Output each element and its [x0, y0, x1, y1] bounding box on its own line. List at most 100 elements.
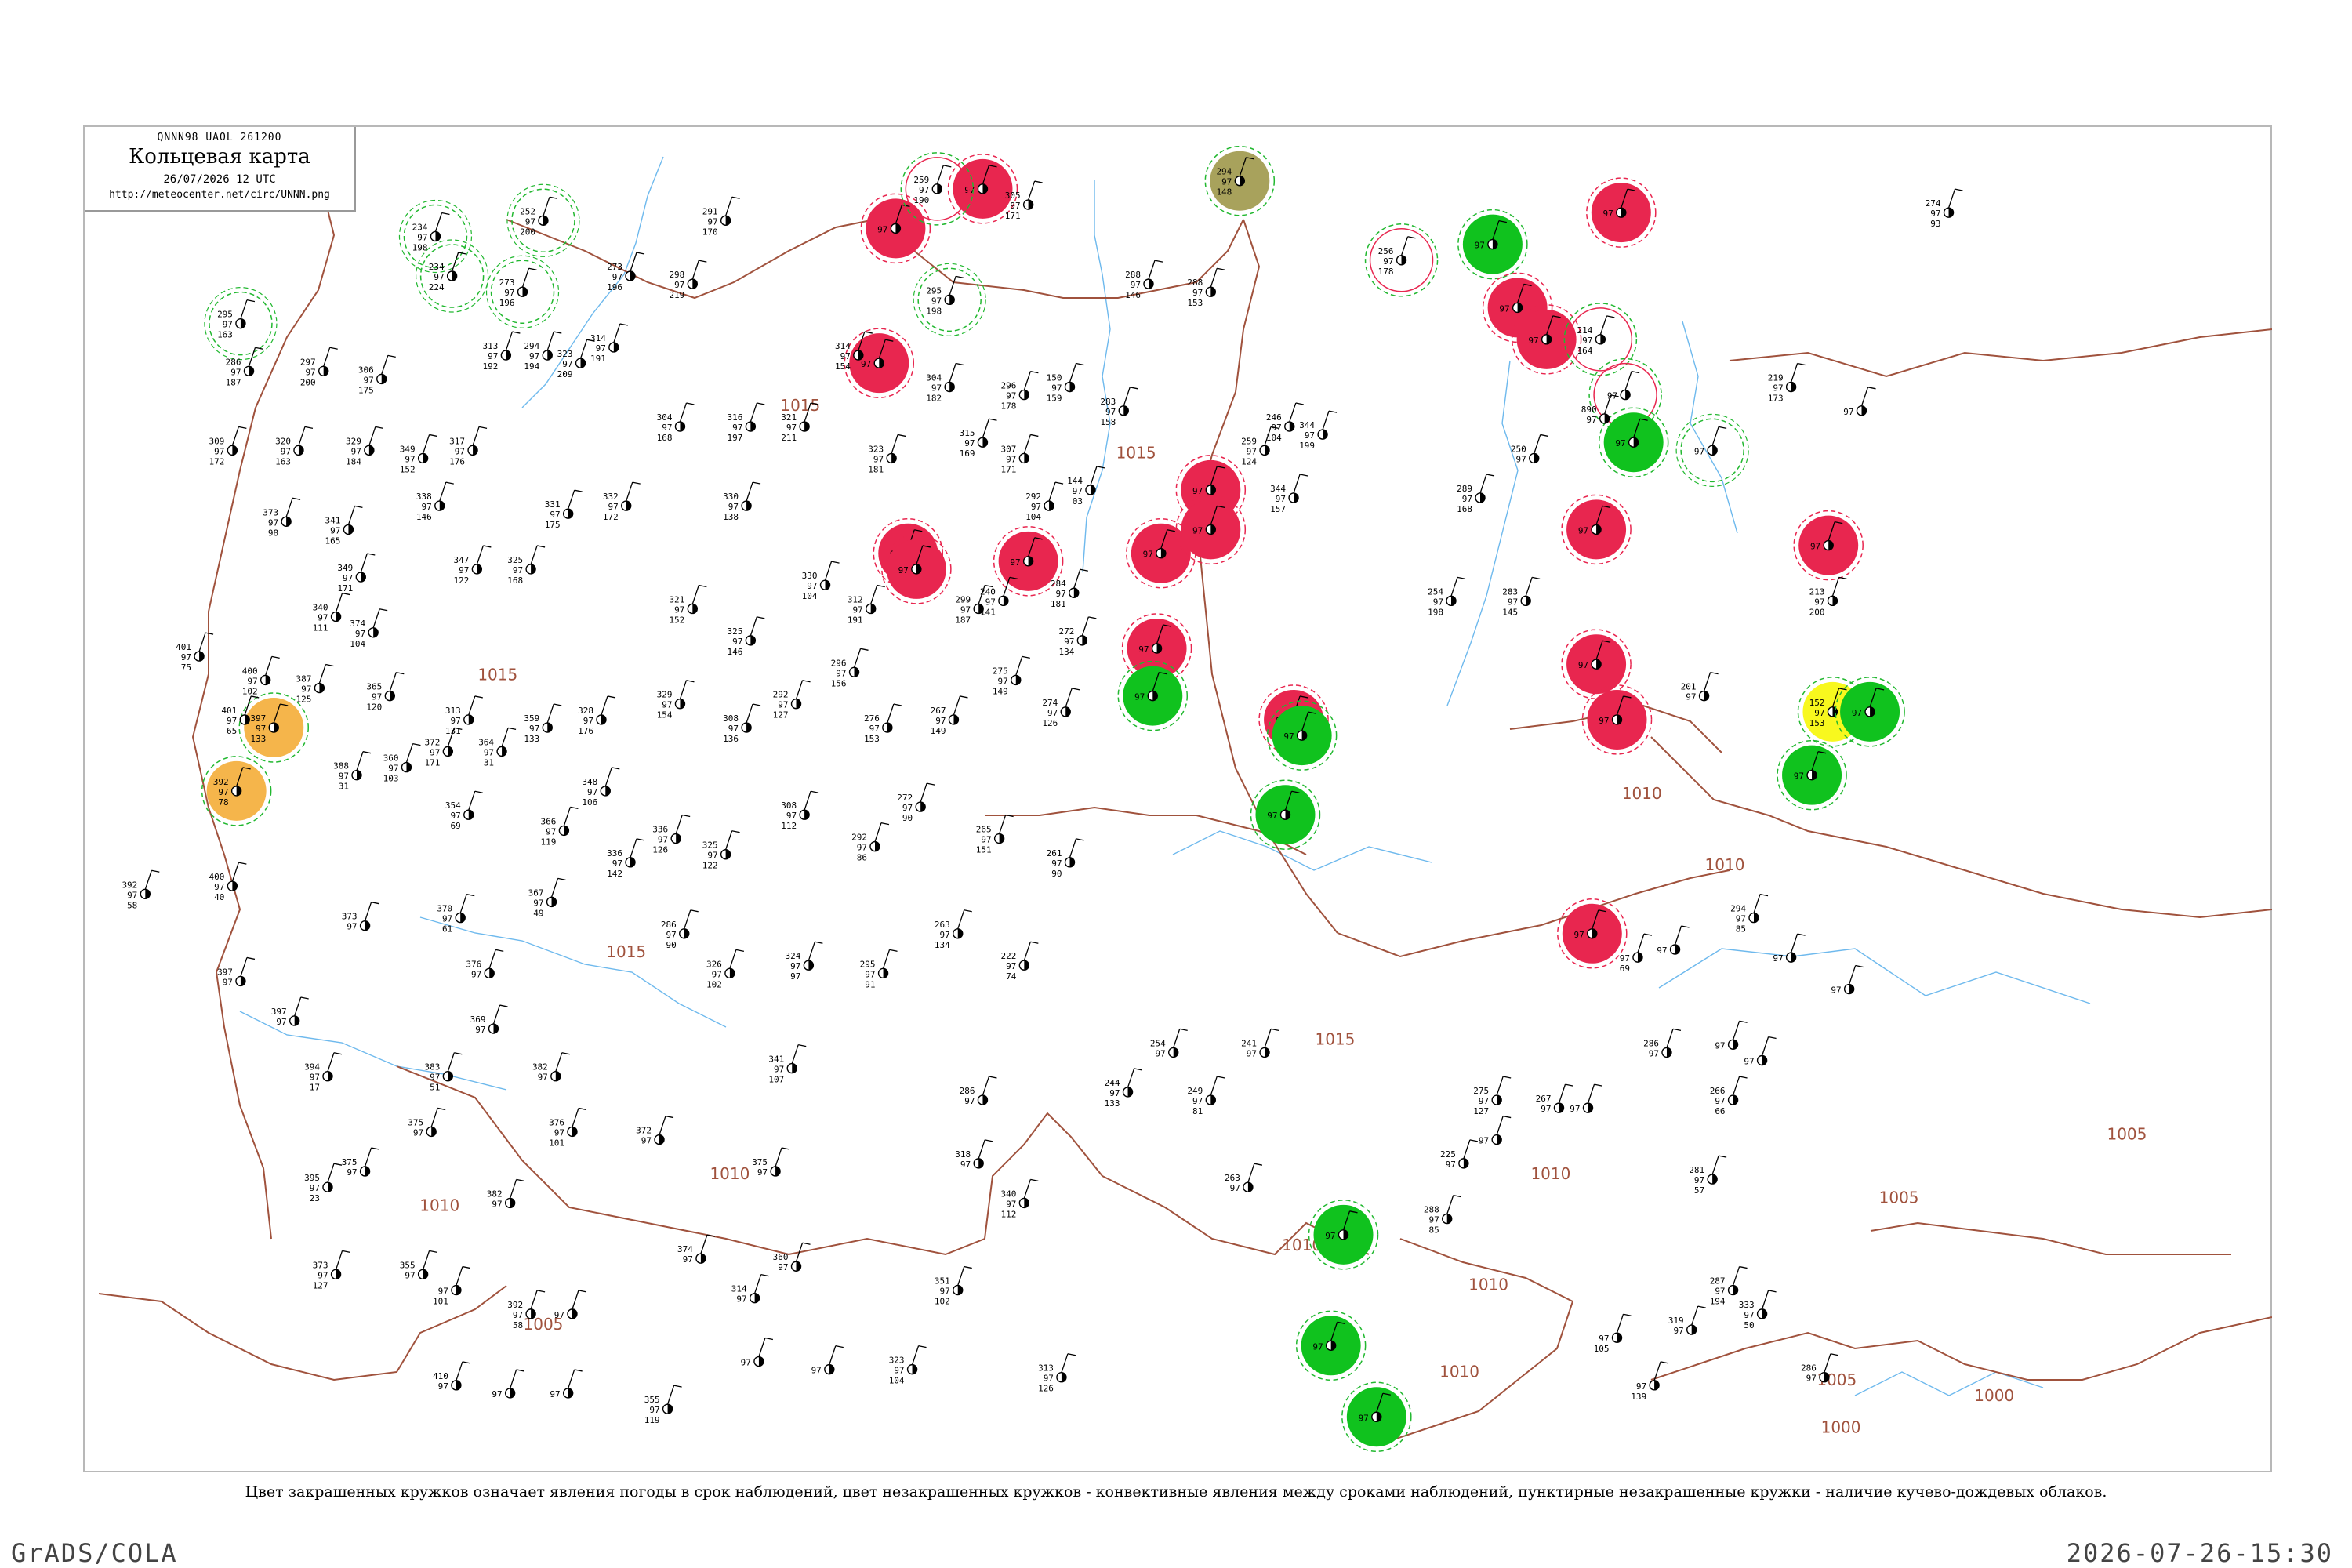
wind-barb [1003, 577, 1011, 597]
wind-barb [572, 1290, 579, 1310]
station-visibility: 97 [1673, 1326, 1683, 1336]
station-temperature: 314 [590, 333, 606, 343]
cloud-cover-mark [568, 509, 573, 519]
station-temperature: 294 [1216, 167, 1232, 177]
cloud-cover-mark [1210, 1095, 1216, 1105]
station-temperature: 374 [350, 619, 365, 629]
isobar [98, 1285, 507, 1381]
wind-barb-feather [1030, 370, 1039, 374]
wind-barb [318, 664, 327, 684]
wind-barb [957, 909, 965, 930]
station-dewpoint: 122 [702, 861, 718, 871]
station-visibility: 97 [488, 351, 498, 361]
station-temperature: 325 [727, 626, 742, 637]
cloud-cover-mark [1148, 279, 1153, 289]
wind-barb [1492, 220, 1500, 240]
cloud-cover-mark [957, 1285, 963, 1295]
legend-caption: Цвет закрашенных кружков означает явлени… [245, 1483, 2107, 1501]
wind-barb [1247, 1163, 1255, 1183]
isobar-label: 1010 [1622, 784, 1662, 803]
station-dewpoint: 168 [507, 575, 523, 586]
station-dewpoint: 31 [484, 757, 494, 768]
station-dewpoint: 138 [723, 512, 739, 522]
cb-cloud-ring [490, 260, 555, 324]
wind-barb [1595, 506, 1603, 525]
station-dewpoint: 168 [657, 433, 673, 443]
wind-barb-feather [362, 751, 372, 754]
station-temperature: 304 [926, 372, 942, 383]
river [239, 1011, 507, 1091]
cloud-cover-mark [949, 295, 955, 305]
station-temperature: 254 [1150, 1038, 1166, 1048]
river [1082, 180, 1111, 573]
station-temperature: 349 [400, 444, 416, 454]
station-visibility: 97 [347, 922, 357, 932]
cloud-cover-mark [1492, 239, 1497, 249]
station-dewpoint: 134 [935, 940, 950, 950]
wind-barb [795, 680, 804, 699]
station-dewpoint: 190 [913, 195, 929, 205]
cloud-cover-mark [361, 572, 366, 583]
station-plot: 97 [1117, 660, 1189, 731]
wind-barb [1674, 925, 1682, 946]
station-temperature: 383 [424, 1062, 440, 1073]
station-visibility: 97 [964, 185, 975, 195]
station-visibility: 97 [1541, 1104, 1551, 1114]
station-dewpoint: 86 [857, 853, 867, 863]
cloud-cover-mark [920, 802, 926, 812]
station-plot: 97 [1777, 739, 1847, 811]
wind-barb [1376, 1393, 1384, 1413]
station-visibility: 97 [1528, 336, 1538, 346]
station-dewpoint: 90 [1051, 869, 1062, 879]
cb-cloud-ring [1561, 629, 1632, 699]
wind-barb [1069, 838, 1077, 858]
cloud-cover-mark [916, 564, 921, 574]
cloud-cover-mark [1265, 445, 1270, 456]
station-visibility: 97 [1221, 177, 1232, 187]
wind-barb [1849, 965, 1857, 985]
station-temperature: 150 [1047, 372, 1062, 383]
wind-barb [1534, 434, 1541, 454]
wind-barb [1558, 1083, 1566, 1104]
station-temperature: 287 [1710, 1276, 1726, 1287]
wind-barb [882, 949, 891, 969]
station-visibility: 97 [430, 1073, 440, 1083]
wind-barb [1753, 894, 1761, 913]
wind-barb [1604, 394, 1612, 415]
station-visibility: 97 [757, 1167, 768, 1178]
station-dewpoint: 101 [433, 1297, 448, 1307]
station-visibility: 97 [931, 296, 942, 306]
convective-ring [1369, 228, 1434, 292]
station-dewpoint: 154 [835, 361, 851, 372]
cb-cloud-ring [917, 267, 982, 332]
station-temperature: 338 [416, 492, 432, 502]
station-plot: 97 [993, 526, 1064, 597]
cloud-cover-mark [775, 1166, 781, 1176]
cloud-cover-mark [510, 1388, 515, 1398]
isobar [1384, 1238, 1574, 1443]
station-visibility: 97 [662, 700, 672, 710]
cloud-cover-mark [522, 287, 528, 297]
station-visibility: 97 [513, 565, 523, 575]
wind-barb [422, 1250, 430, 1270]
station-visibility: 97 [127, 890, 137, 900]
cloud-cover-mark [1069, 382, 1075, 392]
wind-barb [546, 331, 554, 351]
wind-barb-feather [1797, 362, 1806, 366]
station-dewpoint: 74 [1006, 971, 1017, 982]
station-visibility: 97 [674, 280, 684, 290]
cloud-cover-mark [725, 216, 731, 226]
